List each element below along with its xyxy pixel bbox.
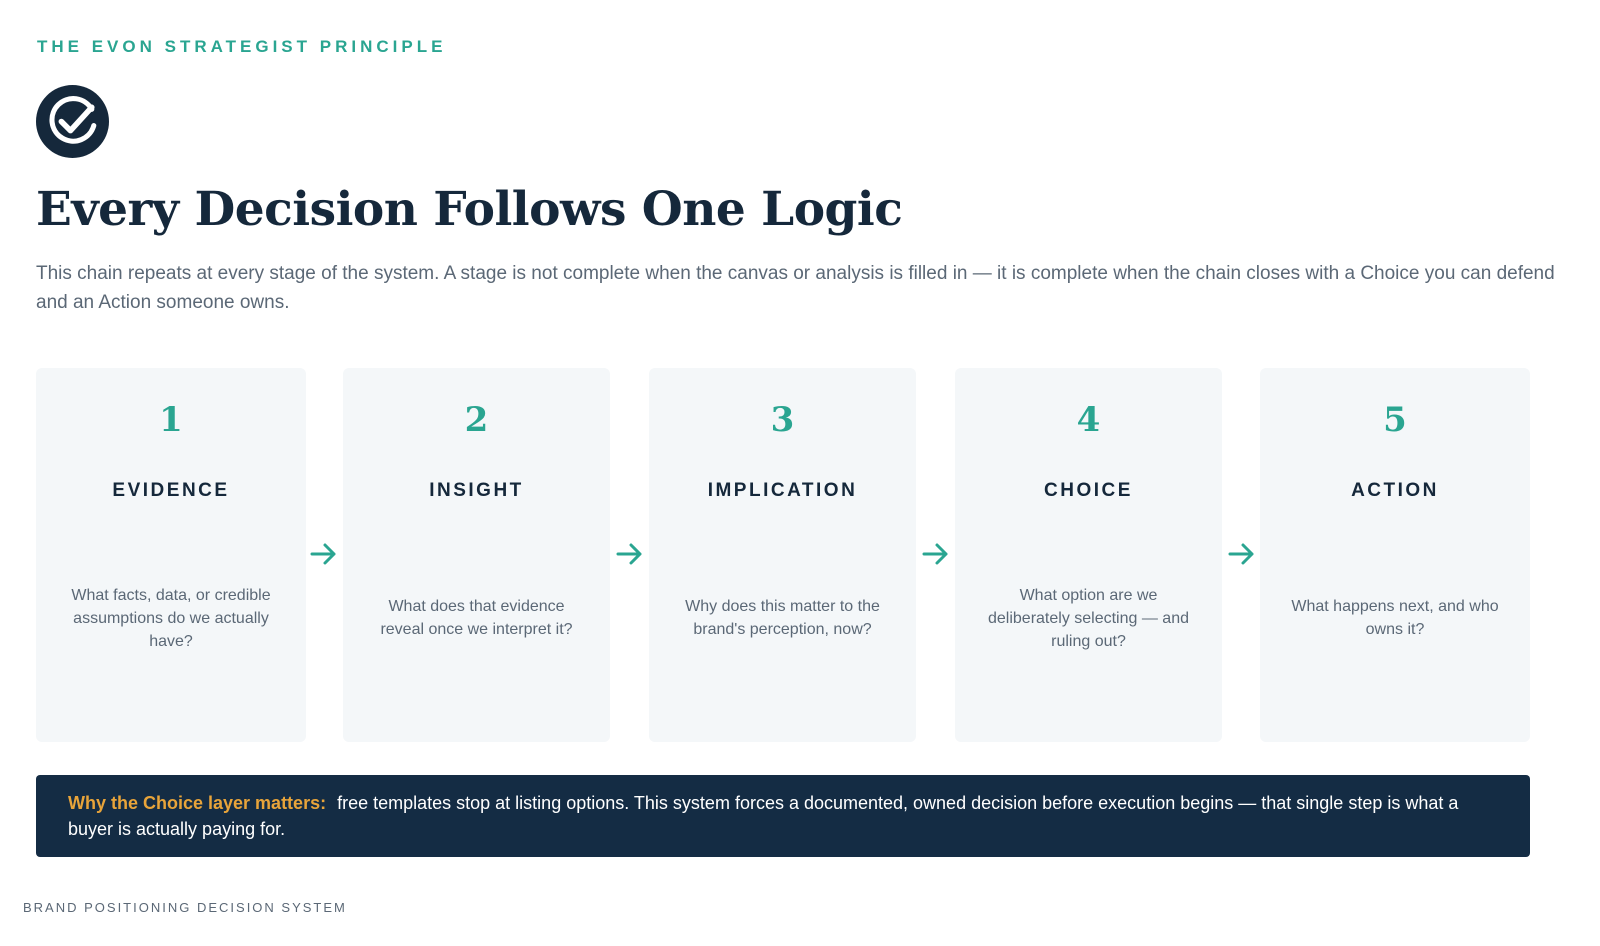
step-title: IMPLICATION (707, 480, 858, 501)
step-card-choice: 4 CHOICE What option are we deliberately… (955, 368, 1222, 742)
step-card-evidence: 1 EVIDENCE What facts, data, or credible… (36, 368, 306, 742)
callout-lead: Why the Choice layer matters: (68, 793, 327, 813)
step-number: 1 (159, 400, 183, 440)
callout-box: Why the Choice layer matters: free templ… (36, 775, 1530, 857)
step-question: What option are we deliberately selectin… (987, 586, 1189, 650)
arrow-right-icon (1228, 543, 1254, 565)
arrow-right-icon (310, 543, 336, 565)
eyebrow-label: THE EVON STRATEGIST PRINCIPLE (37, 37, 447, 56)
step-title: ACTION (1351, 480, 1439, 501)
arrow-right-icon (922, 543, 948, 565)
step-card-insight: 2 INSIGHT What does that evidence reveal… (343, 368, 610, 742)
step-question: Why does this matter to the brand's perc… (685, 598, 880, 638)
page-title: Every Decision Follows One Logic (36, 182, 903, 237)
step-card-action: 5 ACTION What happens next, and who owns… (1260, 368, 1530, 742)
step-card-implication: 3 IMPLICATION Why does this matter to th… (649, 368, 916, 742)
step-title: INSIGHT (429, 480, 524, 501)
arrow-right-icon (616, 543, 642, 565)
check-circle-icon (36, 85, 109, 158)
step-number: 2 (464, 400, 489, 440)
step-number: 3 (770, 400, 795, 440)
callout-text: free templates stop at listing options. … (68, 793, 1459, 839)
step-question: What facts, data, or credible assumption… (71, 586, 271, 650)
step-title: EVIDENCE (112, 480, 230, 501)
step-number: 4 (1076, 400, 1101, 440)
step-number: 5 (1383, 400, 1407, 440)
step-title: CHOICE (1044, 480, 1133, 501)
step-question: What happens next, and who owns it? (1291, 598, 1499, 638)
intro-paragraph: This chain repeats at every stage of the… (36, 263, 1555, 313)
step-question: What does that evidence reveal once we i… (380, 598, 573, 638)
footer-label: BRAND POSITIONING DECISION SYSTEM (23, 900, 347, 915)
